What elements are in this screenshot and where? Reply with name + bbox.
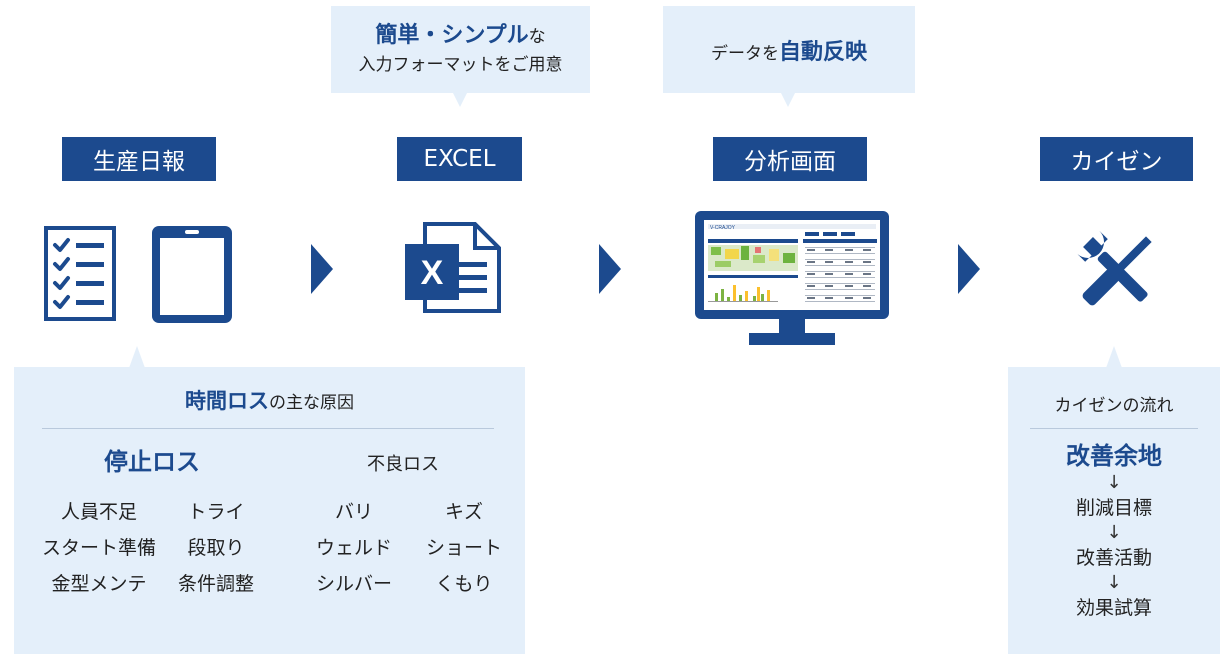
loss-panel: 時間ロスの主な原因 停止ロス 不良ロス 人員不足 スタート準備 金型メンテ トラ… [14, 367, 525, 654]
defect-loss-col2: キズ ショート くもり [426, 494, 502, 602]
stop-loss-col1: 人員不足 スタート準備 金型メンテ [42, 494, 156, 602]
list-item: 金型メンテ [51, 573, 147, 595]
list-item: ショート [426, 537, 503, 559]
kaizen-panel-title: カイゼンの流れ [1054, 396, 1174, 416]
kaizen-flow-step: 削減目標 [1075, 497, 1152, 519]
step-label-excel: EXCEL [397, 137, 522, 181]
down-arrow-icon: ↓ [1106, 572, 1122, 593]
loss-panel-title: 時間ロスの主な原因 [14, 385, 525, 415]
flow-arrow-1 [311, 244, 333, 294]
loss-panel-title-suffix: の主な原因 [269, 393, 354, 413]
kaizen-flow-first: 改善余地 [1066, 442, 1162, 470]
stop-loss-heading: 停止ロス [104, 448, 200, 476]
tablet-icon [152, 226, 232, 323]
monitor-dashboard-icon: V-CRAJOY [695, 211, 889, 345]
excel-file-icon: X [405, 222, 501, 313]
analysis-callout-emphasis: 自動反映 [778, 39, 867, 65]
defect-loss-heading: 不良ロス [367, 454, 439, 475]
list-item: キズ [445, 501, 484, 523]
loss-panel-title-emphasis: 時間ロス [185, 389, 269, 413]
excel-callout-pointer [453, 93, 467, 107]
defect-loss-col1: バリ ウェルド シルバー [316, 494, 392, 602]
kaizen-panel: カイゼンの流れ 改善余地 ↓ 削減目標 ↓ 改善活動 ↓ 効果試算 [1008, 367, 1220, 654]
flow-arrow-2 [599, 244, 621, 294]
list-item: 人員不足 [61, 501, 138, 523]
excel-callout-suffix: な [528, 27, 546, 47]
step-label-kaizen: カイゼン [1040, 137, 1193, 181]
loss-panel-divider [42, 428, 494, 429]
excel-callout-emphasis: 簡単・シンプル [375, 23, 529, 48]
list-item: トライ [187, 501, 245, 523]
kaizen-panel-pointer [1106, 346, 1122, 368]
svg-text:X: X [421, 254, 444, 292]
checklist-icon [44, 226, 116, 321]
wrench-screwdriver-icon [1076, 230, 1152, 306]
down-arrow-icon: ↓ [1106, 522, 1122, 543]
flow-arrow-3 [958, 244, 980, 294]
step-label-analysis: 分析画面 [713, 137, 867, 181]
kaizen-flow-step: 改善活動 [1075, 547, 1152, 569]
list-item: バリ [335, 501, 374, 523]
kaizen-flow-step: 効果試算 [1075, 597, 1152, 619]
loss-panel-pointer [129, 346, 145, 368]
excel-callout: 簡単・シンプルな 入力フォーマットをご用意 [331, 6, 590, 93]
list-item: くもり [435, 573, 493, 595]
svg-text:V-CRAJOY: V-CRAJOY [710, 225, 736, 231]
list-item: 段取り [187, 537, 245, 559]
down-arrow-icon: ↓ [1106, 472, 1122, 493]
stop-loss-col2: トライ 段取り 条件調整 [178, 494, 254, 602]
list-item: 条件調整 [178, 573, 255, 595]
list-item: ウェルド [316, 537, 393, 559]
list-item: スタート準備 [42, 537, 157, 559]
analysis-callout-pointer [781, 93, 795, 107]
step-label-daily-report: 生産日報 [62, 137, 216, 181]
kaizen-flow: 改善余地 ↓ 削減目標 ↓ 改善活動 ↓ 効果試算 [1008, 439, 1220, 623]
analysis-callout-prefix: データを [710, 43, 779, 64]
excel-callout-line2: 入力フォーマットをご用意 [358, 55, 563, 75]
list-item: シルバー [316, 573, 393, 595]
analysis-callout: データを自動反映 [663, 6, 915, 93]
kaizen-panel-divider [1030, 428, 1198, 429]
